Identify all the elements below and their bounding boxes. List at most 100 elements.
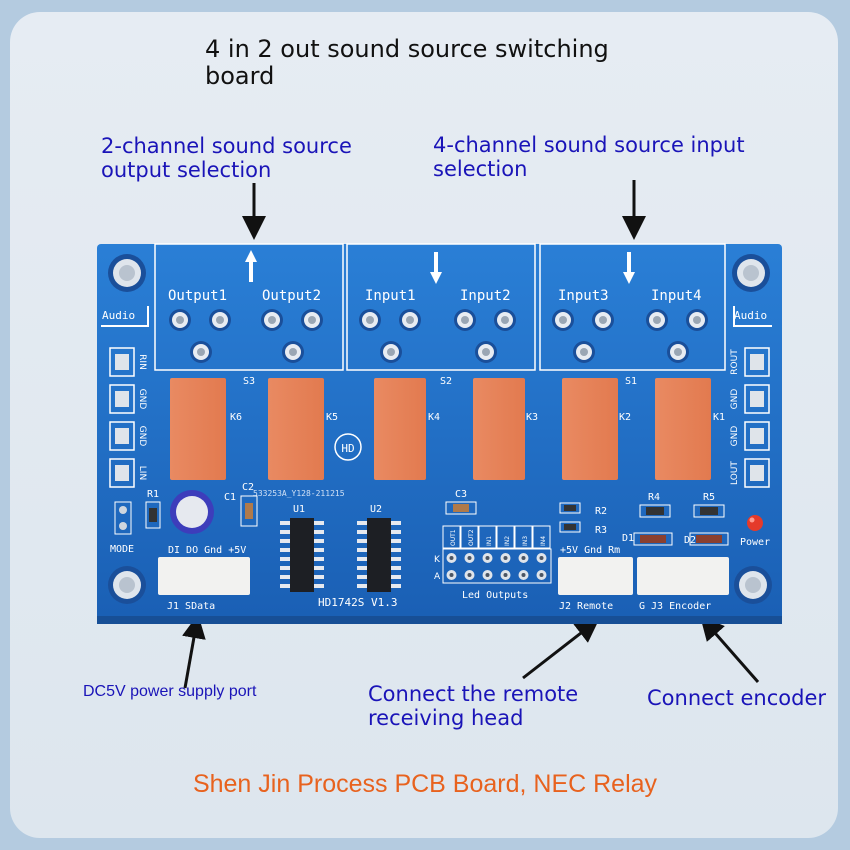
connector-j3-encoder[interactable] xyxy=(637,557,729,595)
header-pin-label: LOUT xyxy=(730,461,740,485)
connector-j1[interactable] xyxy=(158,557,250,595)
jack-pad xyxy=(667,341,689,363)
jack-pad xyxy=(592,309,614,331)
led-output-row-label: A xyxy=(434,572,441,582)
callout-output-selection: 2-channel sound source output selection xyxy=(101,134,352,182)
jack-label-input1: Input1 xyxy=(365,288,416,304)
label-u1: U1 xyxy=(293,504,305,515)
header-pin xyxy=(109,347,135,377)
label-c1: C1 xyxy=(224,492,236,503)
header-pin-label: LIN xyxy=(137,466,147,480)
header-pin-label: GND xyxy=(730,426,740,447)
power-led-label: Power xyxy=(740,537,770,548)
header-pin xyxy=(109,458,135,488)
jack-pad xyxy=(190,341,212,363)
switch-label-s2: S2 xyxy=(440,376,452,387)
relay-label-k3: K3 xyxy=(526,412,538,423)
relay-label-k4: K4 xyxy=(428,412,440,423)
ic-chips xyxy=(280,518,401,592)
arrow-remote xyxy=(522,618,600,680)
right-audio-header: ROUT GND GND LOUT xyxy=(730,347,770,488)
jack-label-output1: Output1 xyxy=(168,288,227,304)
arrow-power xyxy=(182,614,206,689)
header-pin xyxy=(744,384,770,414)
board-model: HD1742S V1.3 xyxy=(318,596,397,609)
header-pin-label: GND xyxy=(137,389,147,410)
label-c3: C3 xyxy=(455,489,467,500)
relay-label-k2: K2 xyxy=(619,412,631,423)
board-arrow-icons xyxy=(245,250,635,284)
audio-label-left: Audio xyxy=(102,309,135,322)
switch-label-s3: S3 xyxy=(243,376,255,387)
j3-label: G J3 Encoder xyxy=(639,601,711,612)
jack-pad xyxy=(169,309,191,331)
led-output-column-label: OUT1 xyxy=(450,529,457,546)
arrow-encoder xyxy=(700,615,760,683)
serial-text: 533253A_Y128-211215 xyxy=(253,489,345,498)
relay-k2 xyxy=(562,378,618,480)
header-pin xyxy=(744,421,770,451)
hd-logo-text: HD xyxy=(341,442,354,455)
jack-pad xyxy=(380,341,402,363)
label-r3: R3 xyxy=(595,525,607,536)
label-c2: C2 xyxy=(242,482,254,493)
label-r4: R4 xyxy=(648,492,660,503)
label-u2: U2 xyxy=(370,504,382,515)
connector-j2-remote[interactable] xyxy=(558,557,633,595)
header-pin xyxy=(744,347,770,377)
header-pin-label: ROUT xyxy=(730,349,740,375)
relay-k4 xyxy=(374,378,426,480)
header-pin-label: GND xyxy=(730,389,740,410)
j1-label: J1 SData xyxy=(167,601,215,612)
jack-label-input4: Input4 xyxy=(651,288,702,304)
led-output-column-label: IN4 xyxy=(540,536,547,546)
label-r5: R5 xyxy=(703,492,715,503)
jack-pad xyxy=(359,309,381,331)
label-d1: D1 xyxy=(622,533,634,544)
led-outputs-label: Led Outputs xyxy=(462,590,528,601)
power-led xyxy=(747,515,763,531)
callout-power-port: DC5V power supply port xyxy=(83,683,257,700)
callout-encoder: Connect encoder xyxy=(647,686,827,710)
ic-chip xyxy=(357,518,401,592)
label-r2: R2 xyxy=(595,506,607,517)
page-title: 4 in 2 out sound source switching board xyxy=(205,35,609,90)
relays xyxy=(170,378,711,480)
relay-k1 xyxy=(655,378,711,480)
relay-k6 xyxy=(170,378,226,480)
jack-pad xyxy=(475,341,497,363)
jack-pad xyxy=(399,309,421,331)
footer-caption: Shen Jin Process PCB Board, NEC Relay xyxy=(192,770,658,798)
header-pin xyxy=(744,458,770,488)
jack-pad xyxy=(282,341,304,363)
jack-pad xyxy=(209,309,231,331)
led-output-column-label: IN2 xyxy=(504,536,511,546)
jack-pad xyxy=(301,309,323,331)
header-pin xyxy=(109,384,135,414)
jack-label-input2: Input2 xyxy=(460,288,511,304)
led-output-column-label: OUT2 xyxy=(468,529,475,546)
hd-logo xyxy=(334,433,362,461)
relay-label-k5: K5 xyxy=(326,412,338,423)
jack-label-input3: Input3 xyxy=(558,288,609,304)
relay-k3 xyxy=(473,378,525,480)
jack-pad xyxy=(454,309,476,331)
ic-chip xyxy=(280,518,324,592)
callout-remote: Connect the remote receiving head xyxy=(368,682,579,730)
jack-label-output2: Output2 xyxy=(262,288,321,304)
led-output-row-label: K xyxy=(434,555,441,565)
pcb-substrate xyxy=(97,244,782,624)
callout-input-selection: 4-channel sound source input selection xyxy=(433,133,745,181)
relay-k5 xyxy=(268,378,324,480)
jack-pad xyxy=(646,309,668,331)
jack-pad xyxy=(552,309,574,331)
jack-pad xyxy=(494,309,516,331)
j2-label: J2 Remote xyxy=(559,601,613,612)
j2-pin-labels: +5V Gnd Rm xyxy=(560,545,620,556)
jack-pad xyxy=(686,309,708,331)
jack-pads xyxy=(169,309,708,363)
led-output-column-label: IN3 xyxy=(522,536,529,546)
